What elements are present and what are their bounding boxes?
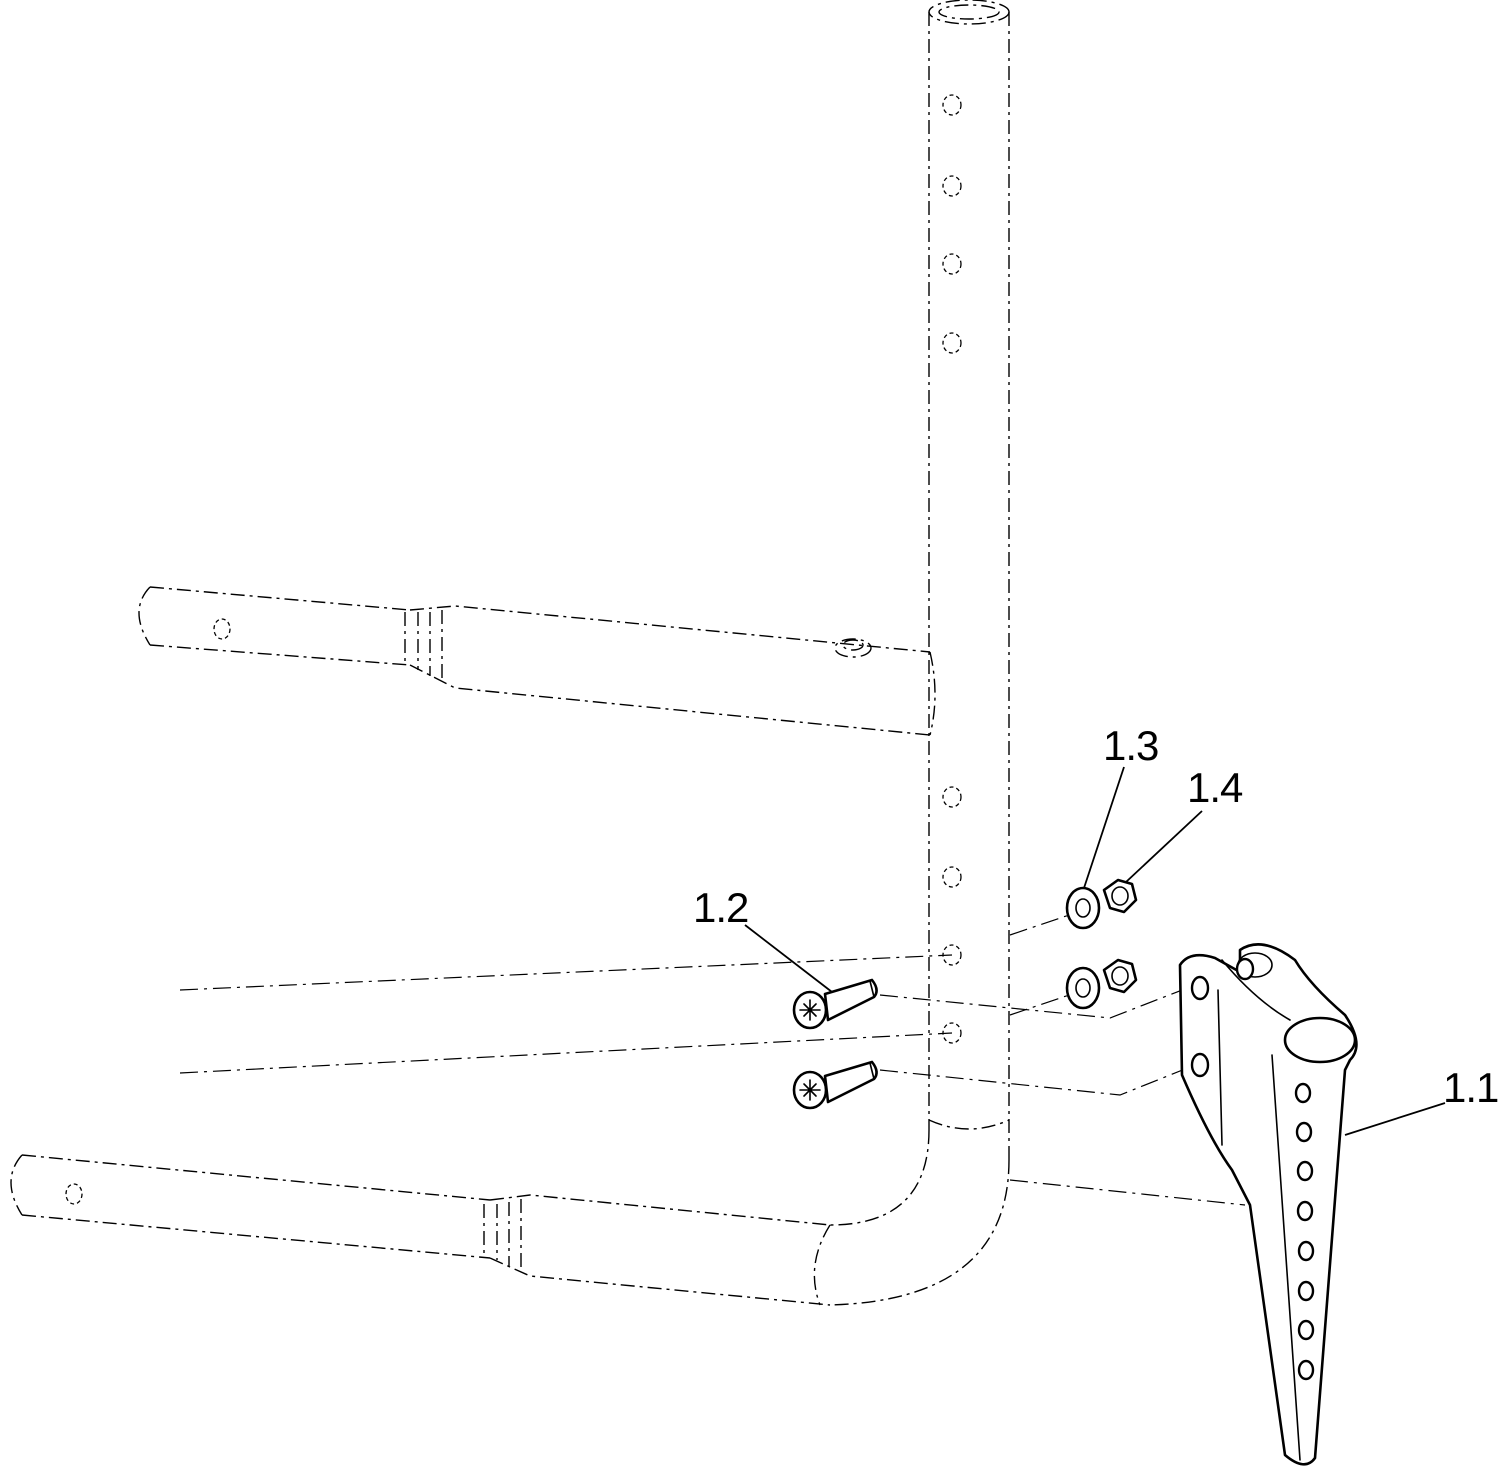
- upright-tube: [829, 0, 1010, 1306]
- screw-upper: [792, 978, 878, 1030]
- mounting-bracket: [1178, 943, 1358, 1466]
- leader-1-3: [1083, 766, 1125, 889]
- washer-lower: [1065, 966, 1101, 1010]
- nut-lower: [1102, 958, 1138, 994]
- frame-phantom: [10, 0, 1246, 1306]
- callout-1-4: 1.4: [1187, 764, 1243, 811]
- lower-horizontal-tube: [10, 1154, 831, 1306]
- callout-1-1: 1.1: [1443, 1064, 1498, 1111]
- leader-1-4: [1125, 810, 1203, 883]
- callout-1-3: 1.3: [1103, 722, 1158, 769]
- leader-1-1: [1344, 1102, 1446, 1136]
- callout-1-2: 1.2: [693, 884, 748, 931]
- upper-horizontal-tube: [138, 586, 936, 736]
- nut-upper: [1102, 878, 1138, 914]
- upright-holes: [942, 94, 962, 1044]
- assembly-axis-lines: [179, 912, 1246, 1206]
- leader-lines: [744, 766, 1446, 1136]
- leader-1-2: [744, 924, 833, 993]
- screw-lower: [792, 1060, 878, 1110]
- washer-upper: [1065, 886, 1101, 930]
